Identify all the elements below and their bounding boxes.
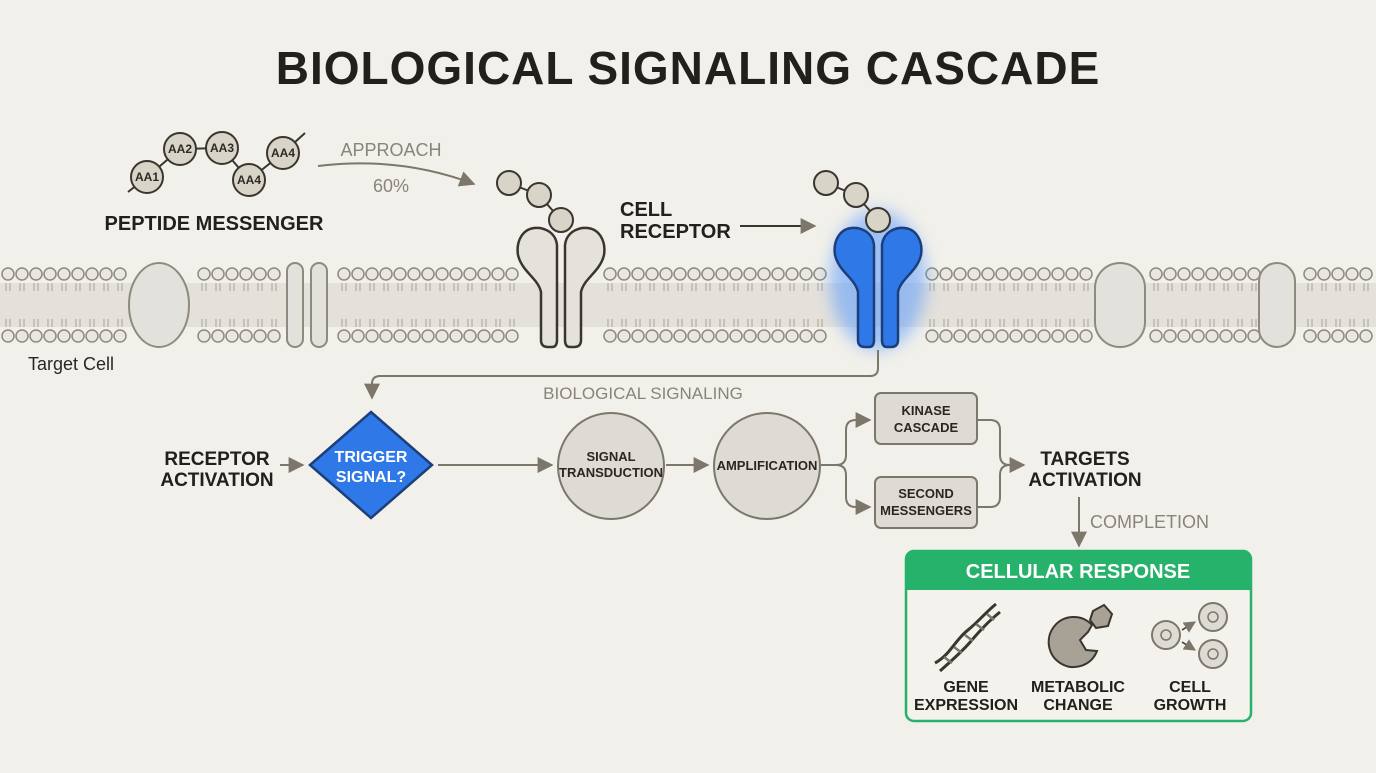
receptor-active xyxy=(813,170,926,350)
receptor-label: CELL xyxy=(620,199,672,221)
residue-label: AA4 xyxy=(237,173,261,187)
completion-label: COMPLETION xyxy=(1090,512,1209,532)
residue-label: AA2 xyxy=(168,142,192,156)
amplification-label: AMPLIFICATION xyxy=(717,458,818,473)
receptor-label: RECEPTOR xyxy=(620,221,731,243)
approach-arrow xyxy=(317,162,476,187)
kinase-label: CASCADE xyxy=(894,420,959,435)
membrane-label: Target Cell xyxy=(28,354,114,374)
fork-arrow-second xyxy=(821,464,872,515)
trigger-label: TRIGGER xyxy=(335,449,408,466)
second-messengers-label: SECOND xyxy=(898,486,954,501)
response-item-label: GENE xyxy=(943,679,989,696)
response-item-label: GROWTH xyxy=(1154,697,1227,714)
targets-label: ACTIVATION xyxy=(1028,470,1141,491)
signal-transduction-label: TRANSDUCTION xyxy=(559,465,663,480)
join-arrow xyxy=(977,464,1011,508)
approach-percent: 60% xyxy=(373,176,409,196)
receptor-activation-label: ACTIVATION xyxy=(160,470,273,491)
membrane-proteins xyxy=(128,262,1296,348)
kinase-label: KINASE xyxy=(901,403,950,418)
response-header: CELLULAR RESPONSE xyxy=(966,561,1190,583)
signaling-label: BIOLOGICAL SIGNALING xyxy=(543,384,743,403)
trigger-label: SIGNAL? xyxy=(336,469,406,486)
residue-label: AA1 xyxy=(135,170,159,184)
dna-icon xyxy=(934,602,1001,673)
kinase-cascade-box[interactable]: KINASE CASCADE xyxy=(874,392,978,445)
receptor-activation-label: RECEPTOR xyxy=(164,449,270,470)
response-item-label: METABOLIC xyxy=(1031,679,1125,696)
response-item-label: CHANGE xyxy=(1043,697,1113,714)
trigger-signal-decision[interactable]: TRIGGER SIGNAL? xyxy=(308,410,434,520)
fork-arrow-kinase xyxy=(821,412,872,466)
second-messengers-box[interactable]: SECOND MESSENGERS xyxy=(874,476,978,529)
amplification-node[interactable]: AMPLIFICATION xyxy=(713,412,821,520)
residue-label: AA3 xyxy=(210,141,234,155)
metabolic-change-icon xyxy=(1047,603,1114,668)
signaling-connector xyxy=(364,350,879,400)
response-item-label: CELL xyxy=(1169,679,1211,696)
cell-membrane xyxy=(0,267,1376,343)
signal-transduction-label: SIGNAL xyxy=(586,449,635,464)
residue-label: AA4 xyxy=(271,146,295,160)
page-title: BIOLOGICAL SIGNALING CASCADE xyxy=(276,42,1101,94)
join-arrow xyxy=(977,419,1026,473)
second-messengers-label: MESSENGERS xyxy=(880,503,972,518)
response-item-label: EXPRESSION xyxy=(914,697,1018,714)
targets-label: TARGETS xyxy=(1040,449,1129,470)
peptide-chain: AA1 AA2 AA3 AA4 AA4 xyxy=(127,131,306,197)
peptide-label: PEPTIDE MESSENGER xyxy=(105,213,324,235)
cell-division-icon xyxy=(1151,602,1228,669)
signal-transduction-node[interactable]: SIGNAL TRANSDUCTION xyxy=(557,412,665,520)
approach-label: APPROACH xyxy=(340,140,441,160)
receptor-inactive xyxy=(496,170,606,349)
